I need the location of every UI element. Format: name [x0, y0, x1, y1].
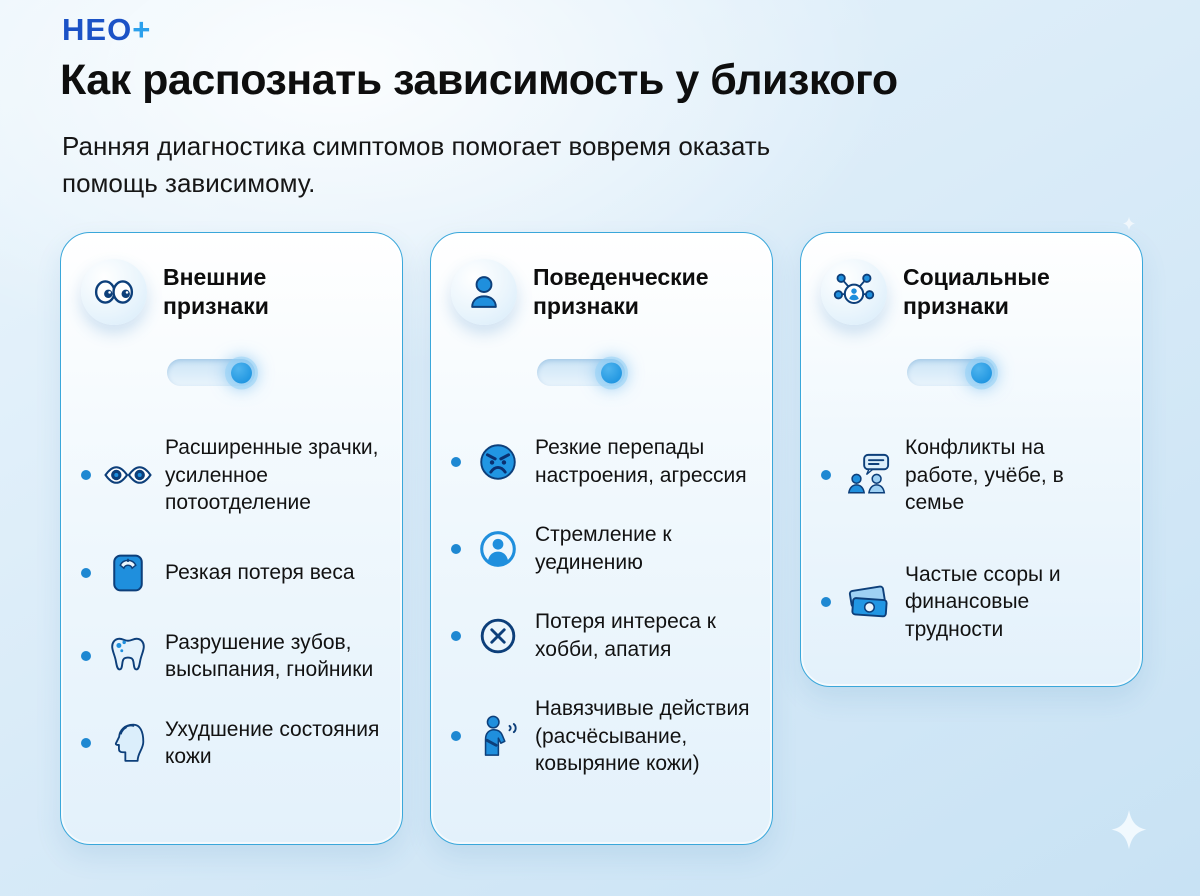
sign-item-text: Стремление к уединению [535, 523, 672, 574]
cards-row: Внешние признаки [60, 232, 1143, 845]
crossed-circle-icon [474, 612, 522, 660]
bullet-dot [451, 630, 461, 641]
googly-eyes-icon [81, 259, 147, 325]
logo-plus-icon: + [132, 12, 152, 47]
sign-items: Резкие перепады настроения, агрессия Стр… [451, 434, 752, 778]
toggle-switch[interactable] [167, 359, 255, 386]
sign-item: Стремление к уединению [451, 521, 752, 576]
card-title: Внешние признаки [163, 264, 269, 319]
bullet-dot [451, 543, 461, 554]
face-profile-icon [104, 719, 152, 767]
solitude-icon [474, 525, 522, 573]
sign-item: Потеря интереса к хобби, апатия [451, 608, 752, 663]
bullet-dot [821, 596, 831, 607]
sign-item: Навязчивые действия (расчёсывание, ковыр… [451, 695, 752, 778]
sign-item: Резкие перепады настроения, агрессия [451, 434, 752, 489]
sign-item: Разрушение зубов, высыпания, гнойники [81, 629, 382, 684]
card-header: Поведенческие признаки [451, 259, 752, 325]
sign-items: Расширенные зрачки, усиленное потоотделе… [81, 434, 382, 771]
angry-face-icon [474, 438, 522, 486]
card-title: Социальные признаки [903, 264, 1050, 319]
page-subtitle: Ранняя диагностика симптомов помогает во… [62, 128, 770, 202]
toggle-switch[interactable] [907, 359, 995, 386]
sign-item-text: Резкие перепады настроения, агрессия [535, 436, 747, 487]
subtitle-line-2: помощь зависимому. [62, 168, 316, 198]
weight-scale-icon [104, 549, 152, 597]
sign-item-text: Ухудшение состояния кожи [165, 717, 380, 769]
toggle-knob [601, 362, 622, 383]
bullet-dot [81, 470, 91, 481]
bullet-dot [81, 738, 91, 748]
page-title: Как распознать зависимость у близкого [60, 56, 898, 104]
sparkle-icon [1120, 216, 1138, 234]
card-header: Внешние признаки [81, 259, 382, 325]
sign-item: Резкая потеря веса [81, 549, 382, 597]
toggle-knob [231, 362, 252, 383]
sign-item: Расширенные зрачки, усиленное потоотделе… [81, 434, 382, 517]
card-header: Социальные признаки [821, 259, 1122, 325]
social-network-icon [821, 259, 887, 325]
toggle-switch[interactable] [537, 359, 625, 386]
person-icon [451, 259, 517, 325]
logo-text: НЕО [62, 12, 133, 47]
tooth-icon [104, 632, 152, 680]
sign-item-text: Потеря интереса к хобби, апатия [535, 610, 716, 661]
sign-item: Частые ссоры и финансовые трудности [821, 561, 1122, 644]
card-external-signs: Внешние признаки [60, 232, 403, 845]
card-social-signs: Социальные признаки [800, 232, 1143, 687]
subtitle-line-1: Ранняя диагностика симптомов помогает во… [62, 131, 771, 161]
money-banknotes-icon [844, 578, 892, 626]
sign-item-text: Резкая потеря веса [165, 560, 355, 584]
card-behavioral-signs: Поведенческие признаки [430, 232, 773, 845]
sign-item-text: Частые ссоры и финансовые трудности [905, 562, 1061, 641]
neo-plus-logo: НЕО+ [62, 12, 151, 48]
dilated-pupils-icon [104, 451, 152, 499]
sign-item-text: Навязчивые действия (расчёсывание, ковыр… [535, 697, 750, 775]
sign-item: Конфликты на работе, учёбе, в семье [821, 434, 1122, 517]
toggle-knob [971, 362, 992, 383]
sign-item-text: Конфликты на работе, учёбе, в семье [905, 436, 1064, 514]
bullet-dot [81, 651, 91, 661]
bullet-dot [451, 731, 461, 742]
card-title: Поведенческие признаки [533, 264, 709, 319]
conflict-people-icon [844, 451, 892, 499]
bullet-dot [821, 470, 831, 481]
sparkle-icon [1103, 808, 1155, 860]
scratching-person-icon [474, 712, 522, 760]
sign-item-text: Разрушение зубов, высыпания, гнойники [165, 630, 374, 682]
sign-item-text: Расширенные зрачки, усиленное потоотделе… [165, 436, 379, 514]
sign-items: Конфликты на работе, учёбе, в семье [821, 434, 1122, 643]
bullet-dot [451, 456, 461, 467]
bullet-dot [81, 567, 91, 578]
sign-item: Ухудшение состояния кожи [81, 716, 382, 771]
